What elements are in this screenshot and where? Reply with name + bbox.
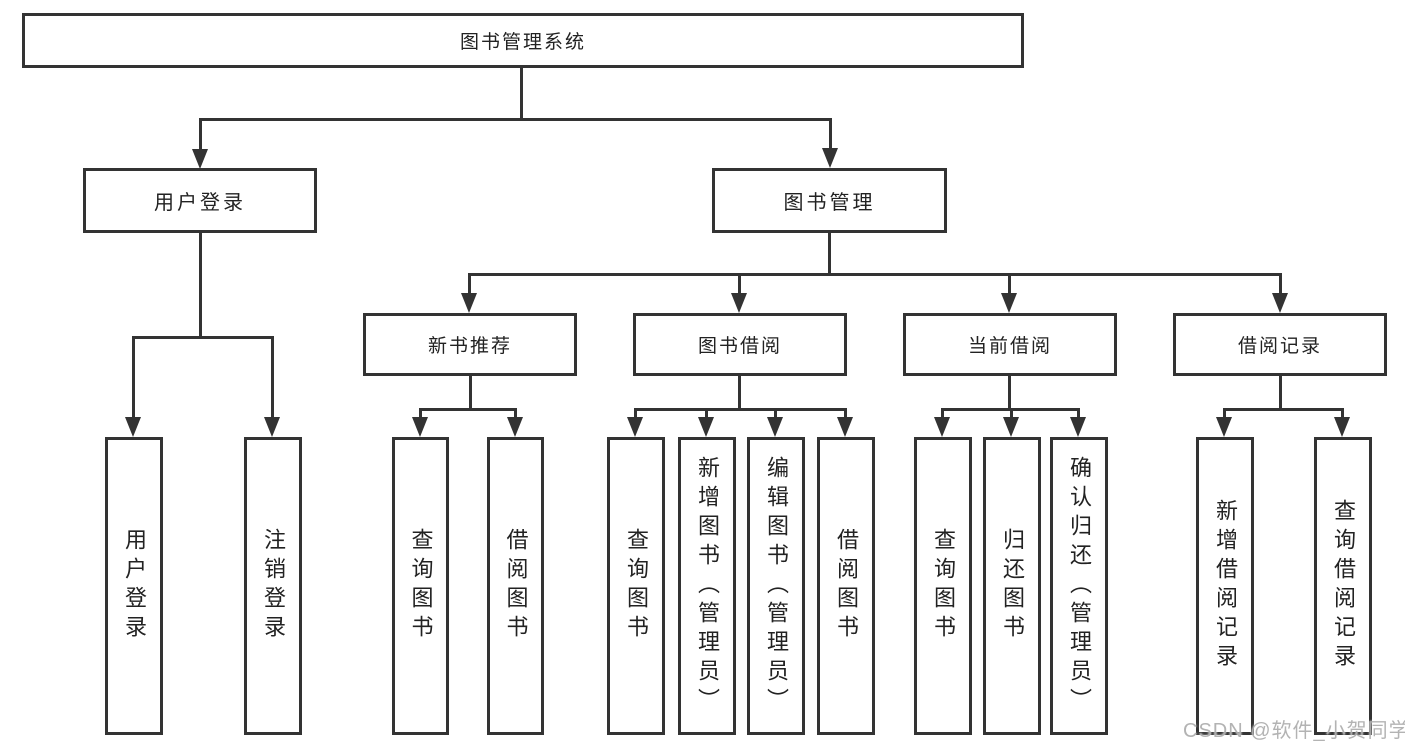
node-book-borrow: 图书借阅 [633,313,847,376]
leaf-return-books-label: 归还图书 [1000,528,1025,644]
arrow-down-icon [461,293,477,313]
leaf-query-borrow-record: 查询借阅记录 [1314,437,1372,735]
connector-arrow-stem [468,273,471,293]
arrow-down-icon [767,417,783,437]
connector-level2-bar [199,118,832,121]
node-book-management-label: 图书管理 [783,192,876,214]
node-borrow-records-label: 借阅记录 [1237,336,1322,357]
leaf-edit-books-admin-label: 编辑图书（管理员） [764,455,789,717]
leaf-return-books: 归还图书 [983,437,1041,735]
leaf-borrow-books-1-label: 借阅图书 [503,528,529,644]
connector-records-bar [1223,408,1344,411]
connector-arrow-stem [419,408,422,419]
node-root: 图书管理系统 [22,13,1024,68]
leaf-add-borrow-record: 新增借阅记录 [1196,437,1254,735]
arrow-down-icon [1334,417,1350,437]
connector-arrow-stem [705,408,708,419]
connector-bookborrow-bar [634,408,847,411]
connector-records-stem [1279,376,1282,411]
leaf-query-books-1-label: 查询图书 [408,528,434,644]
node-current-borrow: 当前借阅 [903,313,1117,376]
connector-root-stem [520,68,523,120]
connector-arrow-stem [774,408,777,419]
leaf-logout: 注销登录 [244,437,302,735]
arrow-down-icon [507,417,523,437]
connector-arrow-stem [1341,408,1344,419]
connector-arrow-stem [514,408,517,419]
leaf-query-books-3-label: 查询图书 [931,528,956,644]
connector-arrow-stem [634,408,637,419]
arrow-down-icon [822,148,838,168]
arrow-down-icon [731,293,747,313]
leaf-logout-label: 注销登录 [261,528,286,644]
leaf-edit-books-admin: 编辑图书（管理员） [747,437,805,735]
arrow-down-icon [1070,417,1086,437]
node-user-login: 用户登录 [83,168,317,233]
leaf-confirm-return-admin: 确认归还（管理员） [1050,437,1108,735]
connector-newbook-bar [419,408,517,411]
connector-arrow-stem [941,408,944,419]
connector-bookborrow-stem [738,376,741,411]
connector-arrow-stem [1008,273,1011,293]
connector-arrow-stem [1077,408,1080,419]
connector-userlogin-stem [199,233,202,339]
connector-arrow-stem [738,273,741,293]
connector-newbook-stem [469,376,472,411]
leaf-user-login: 用户登录 [105,437,163,735]
arrow-down-icon [1001,293,1017,313]
connector-level3-bar [468,273,1282,276]
connector-userlogin-bar [132,336,274,339]
arrow-down-icon [1003,417,1019,437]
connector-bookmgmt-stem [828,233,831,276]
connector-arrow-stem [844,408,847,419]
arrow-down-icon [412,417,428,437]
leaf-add-books-admin-label: 新增图书（管理员） [695,455,720,717]
leaf-borrow-books-1: 借阅图书 [487,437,544,735]
connector-arrow-stem [829,118,832,149]
connector-arrow-stem [1010,408,1013,419]
arrow-down-icon [837,417,853,437]
leaf-add-books-admin: 新增图书（管理员） [678,437,736,735]
csdn-watermark: CSDN @软件_小贺同学 [1183,720,1405,742]
node-new-book-recommend-label: 新书推荐 [427,336,512,357]
leaf-borrow-books-2-label: 借阅图书 [834,528,859,644]
connector-arrow-stem [1279,273,1282,293]
arrow-down-icon [1272,293,1288,313]
node-borrow-records: 借阅记录 [1173,313,1387,376]
arrow-down-icon [934,417,950,437]
arrow-down-icon [264,417,280,437]
leaf-confirm-return-admin-label: 确认归还（管理员） [1067,455,1092,717]
arrow-down-icon [125,417,141,437]
connector-arrow-stem [132,336,135,417]
leaf-user-login-label: 用户登录 [122,528,147,644]
connector-arrow-stem [1223,408,1226,419]
leaf-query-books-2-label: 查询图书 [624,528,649,644]
arrow-down-icon [192,149,208,169]
leaf-query-books-2: 查询图书 [607,437,665,735]
node-current-borrow-label: 当前借阅 [967,336,1052,357]
node-user-login-label: 用户登录 [154,192,246,214]
arrow-down-icon [1216,417,1232,437]
leaf-query-books-1: 查询图书 [392,437,449,735]
connector-arrow-stem [271,336,274,417]
leaf-borrow-books-2: 借阅图书 [817,437,875,735]
connector-arrow-stem [199,118,202,150]
arrow-down-icon [627,417,643,437]
node-root-label: 图书管理系统 [459,32,586,53]
node-book-management: 图书管理 [712,168,947,233]
leaf-add-borrow-record-label: 新增借阅记录 [1213,499,1238,673]
leaf-query-books-3: 查询图书 [914,437,972,735]
arrow-down-icon [698,417,714,437]
leaf-query-borrow-record-label: 查询借阅记录 [1331,499,1356,673]
node-book-borrow-label: 图书借阅 [697,336,782,357]
node-new-book-recommend: 新书推荐 [363,313,577,376]
connector-currentborrow-stem [1008,376,1011,411]
